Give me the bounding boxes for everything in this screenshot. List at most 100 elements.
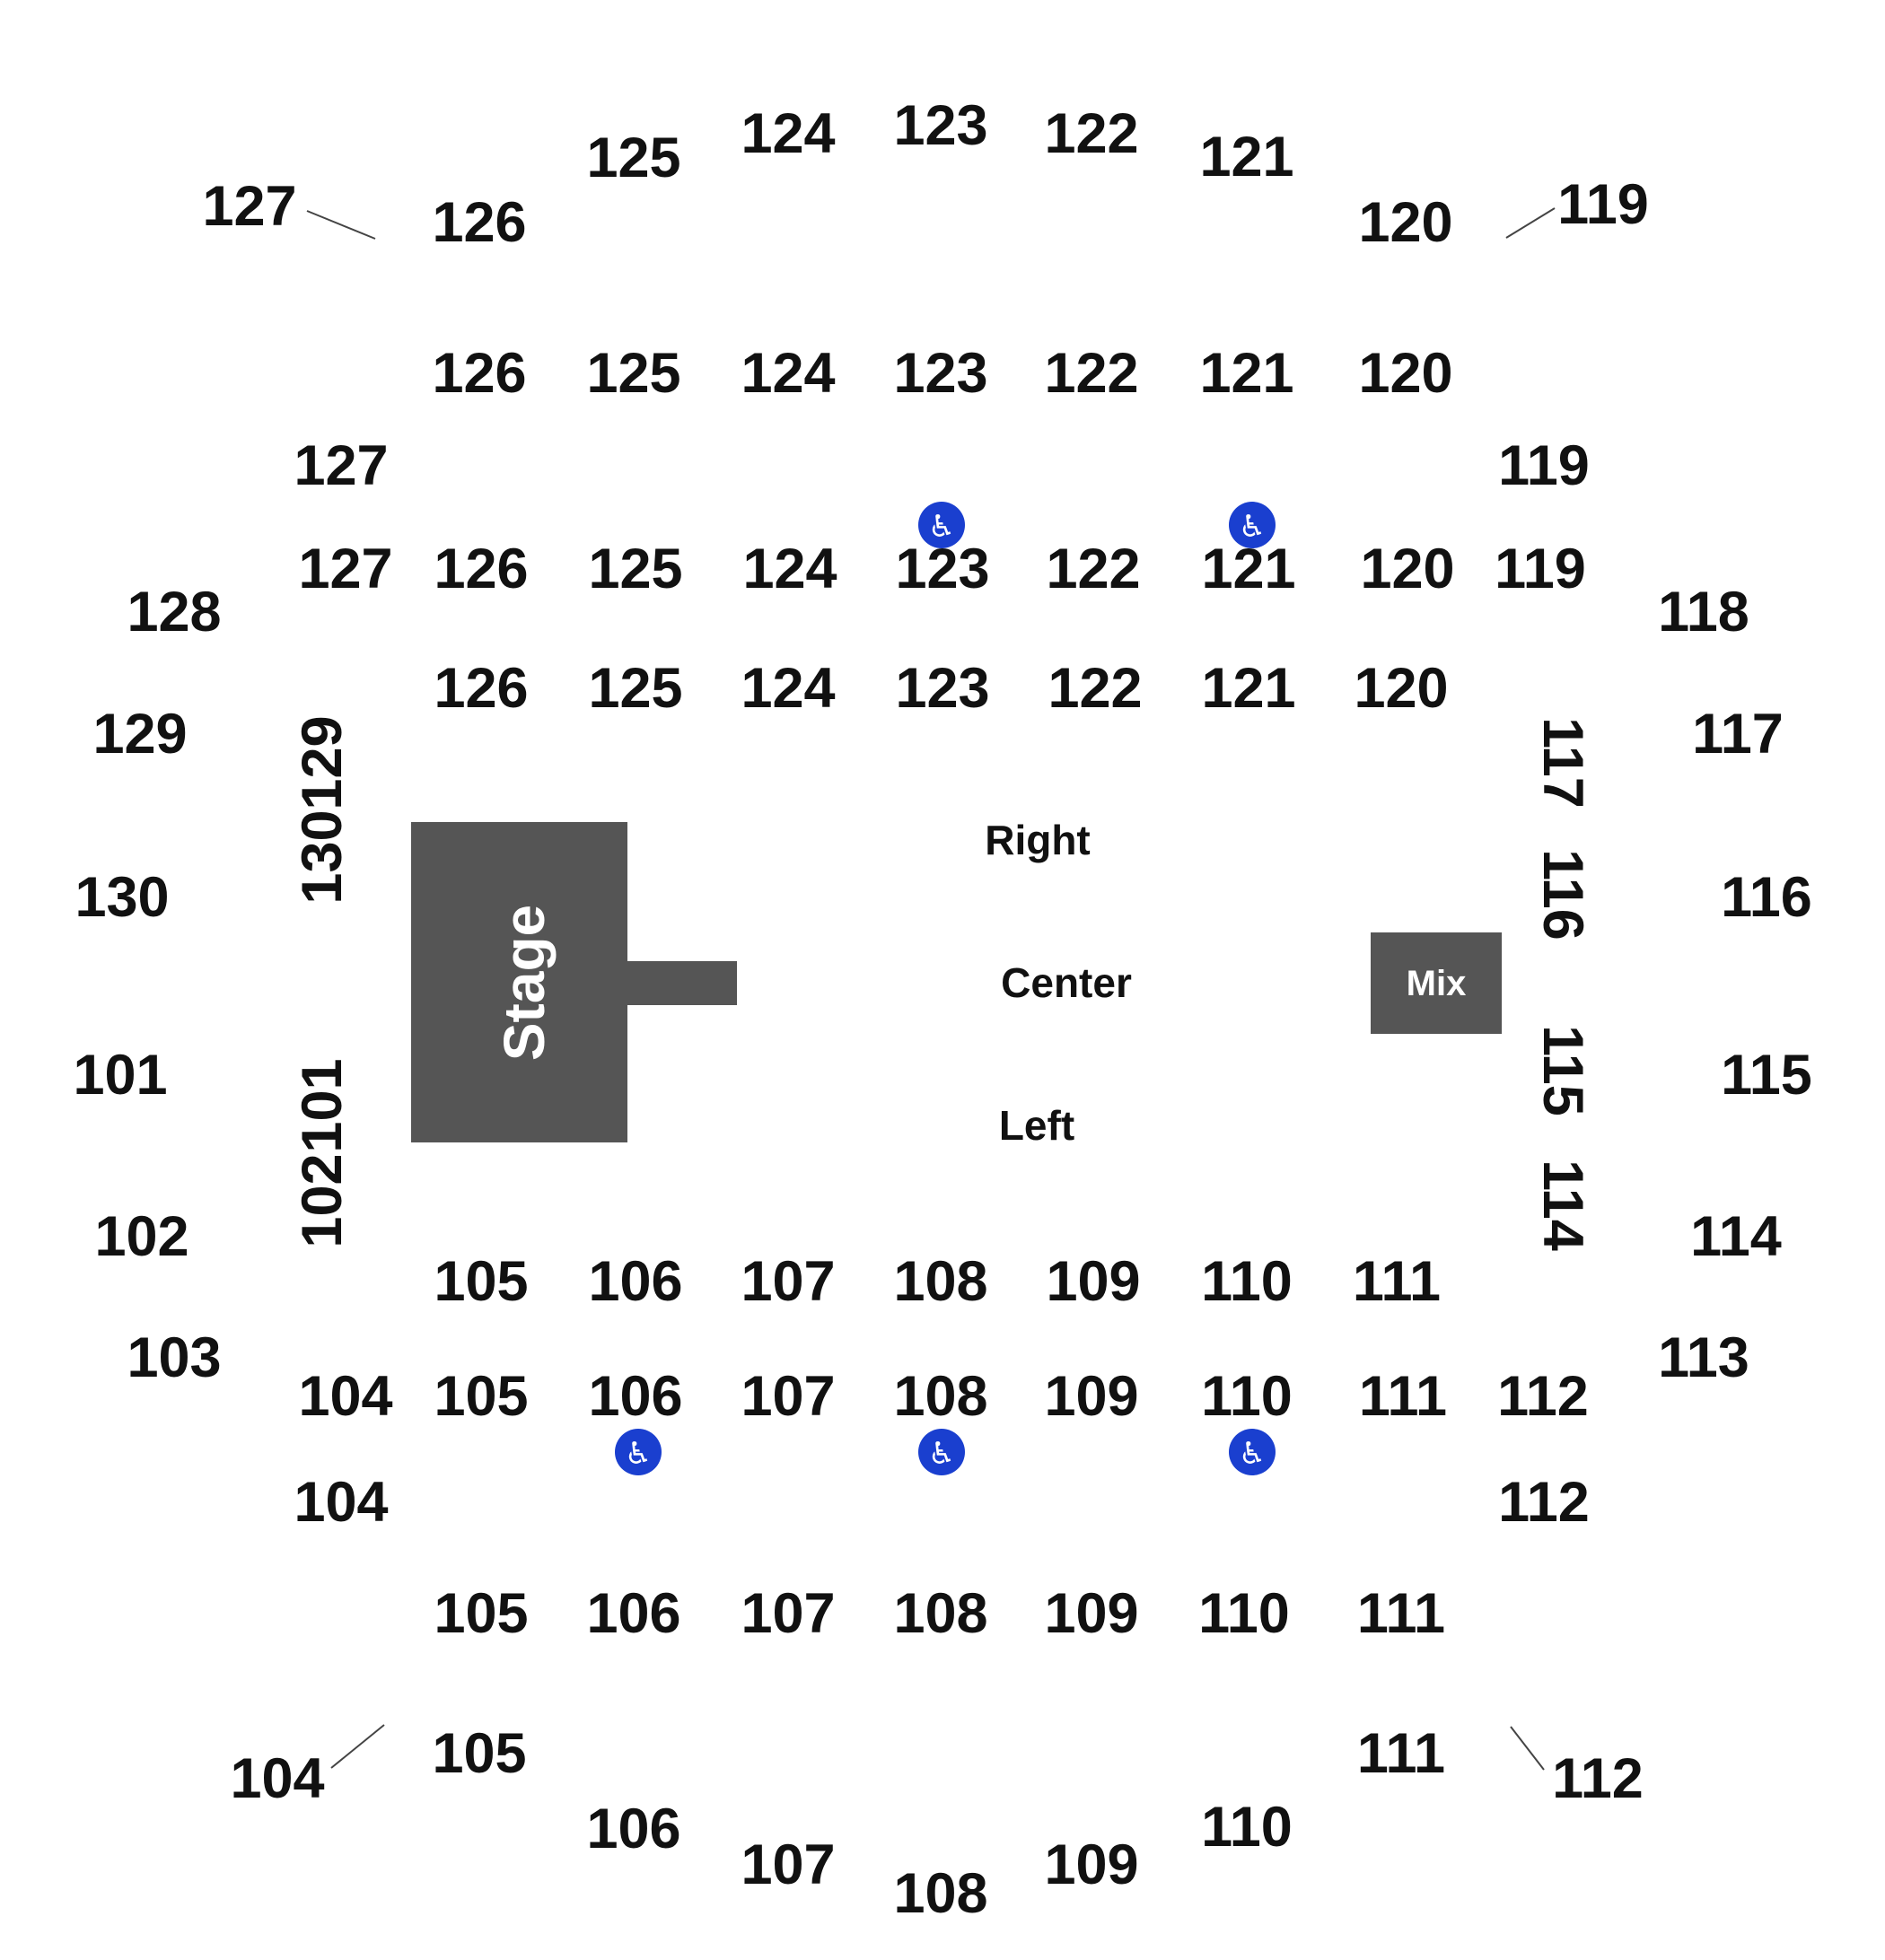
section-label[interactable]: 130 — [75, 866, 169, 929]
section-label[interactable]: 107 — [741, 1833, 835, 1896]
section-label[interactable]: 106 — [586, 1798, 680, 1860]
section-label[interactable]: 106 — [588, 1250, 682, 1313]
section-label[interactable]: 124 — [741, 657, 835, 720]
wheelchair-accessible-icon[interactable]: ♿ — [615, 1429, 662, 1475]
section-label[interactable]: 104 — [294, 1471, 388, 1534]
wheelchair-accessible-icon[interactable]: ♿ — [918, 502, 965, 548]
wheelchair-accessible-icon[interactable]: ♿ — [918, 1429, 965, 1475]
section-label[interactable]: 105 — [434, 1250, 528, 1313]
section-label[interactable]: 104 — [298, 1365, 392, 1428]
section-label[interactable]: 111 — [1353, 1250, 1441, 1313]
stage[interactable]: Stage — [411, 822, 737, 1142]
section-label[interactable]: 127 — [202, 175, 296, 238]
section-label[interactable]: 119 — [1498, 434, 1590, 497]
section-label[interactable]: 105 — [434, 1365, 528, 1428]
section-label[interactable]: 124 — [742, 538, 837, 600]
section-label[interactable]: 107 — [741, 1582, 835, 1645]
section-label[interactable]: 129 — [92, 703, 187, 766]
section-label[interactable]: 113 — [1658, 1326, 1749, 1389]
mix-position[interactable]: Mix — [1371, 932, 1502, 1034]
section-label[interactable]: 123 — [895, 657, 989, 720]
section-label[interactable]: 121 — [1201, 657, 1295, 720]
section-label[interactable]: 109 — [1046, 1250, 1140, 1313]
section-label[interactable]: 111 — [1359, 1365, 1447, 1428]
section-label[interactable]: 109 — [1044, 1582, 1138, 1645]
leader-line-104 — [330, 1724, 385, 1769]
section-label[interactable]: 103 — [127, 1326, 221, 1389]
section-label[interactable]: 110 — [1201, 1250, 1293, 1313]
section-label[interactable]: 117 — [1531, 717, 1594, 809]
section-label[interactable]: 106 — [586, 1582, 680, 1645]
section-label[interactable]: 119 — [1495, 538, 1586, 600]
leader-line-127 — [306, 210, 376, 240]
section-label[interactable]: 108 — [893, 1582, 987, 1645]
zone-left: Left — [999, 1102, 1074, 1149]
leader-line-112 — [1510, 1726, 1545, 1771]
section-label[interactable]: 112 — [1552, 1747, 1644, 1810]
wheelchair-accessible-icon[interactable]: ♿ — [1229, 502, 1276, 548]
section-label[interactable]: 111 — [1357, 1722, 1445, 1785]
section-label[interactable]: 120 — [1354, 657, 1448, 720]
section-label[interactable]: 130 — [291, 809, 354, 904]
section-label[interactable]: 104 — [230, 1747, 324, 1810]
section-label[interactable]: 108 — [893, 1862, 987, 1925]
section-label[interactable]: 111 — [1357, 1582, 1445, 1645]
section-label[interactable]: 125 — [588, 657, 682, 720]
section-label[interactable]: 122 — [1044, 102, 1138, 165]
section-label[interactable]: 122 — [1044, 342, 1138, 405]
section-label[interactable]: 105 — [434, 1582, 528, 1645]
section-label[interactable]: 126 — [434, 657, 528, 720]
section-label[interactable]: 126 — [432, 191, 526, 254]
section-label[interactable]: 117 — [1692, 703, 1784, 766]
section-label[interactable]: 102 — [291, 1153, 354, 1247]
wheelchair-accessible-icon[interactable]: ♿ — [1229, 1429, 1276, 1475]
section-label[interactable]: 105 — [432, 1722, 526, 1785]
section-label[interactable]: 128 — [127, 581, 221, 643]
section-label[interactable]: 123 — [893, 342, 987, 405]
section-label[interactable]: 127 — [298, 538, 392, 600]
section-label[interactable]: 115 — [1531, 1025, 1594, 1116]
section-label[interactable]: 129 — [291, 715, 354, 809]
section-label[interactable]: 123 — [893, 94, 987, 157]
section-label[interactable]: 110 — [1198, 1582, 1290, 1645]
section-label[interactable]: 118 — [1658, 581, 1749, 643]
section-label[interactable]: 107 — [741, 1365, 835, 1428]
section-label[interactable]: 101 — [291, 1058, 354, 1152]
section-label[interactable]: 108 — [893, 1250, 987, 1313]
section-label[interactable]: 114 — [1531, 1159, 1594, 1251]
section-label[interactable]: 101 — [73, 1044, 167, 1107]
section-label[interactable]: 124 — [741, 102, 835, 165]
section-label[interactable]: 127 — [294, 434, 388, 497]
section-label[interactable]: 125 — [588, 538, 682, 600]
section-label[interactable]: 114 — [1690, 1205, 1782, 1268]
section-label[interactable]: 119 — [1557, 173, 1649, 236]
section-label[interactable]: 116 — [1721, 866, 1812, 929]
section-label[interactable]: 109 — [1044, 1833, 1138, 1896]
section-label[interactable]: 122 — [1046, 538, 1140, 600]
section-label[interactable]: 108 — [893, 1365, 987, 1428]
section-label[interactable]: 124 — [741, 342, 835, 405]
section-label[interactable]: 126 — [432, 342, 526, 405]
section-label[interactable]: 126 — [434, 538, 528, 600]
section-label[interactable]: 120 — [1358, 342, 1452, 405]
section-label[interactable]: 110 — [1201, 1365, 1293, 1428]
section-label[interactable]: 125 — [586, 127, 680, 189]
section-label[interactable]: 109 — [1044, 1365, 1138, 1428]
section-label[interactable]: 110 — [1201, 1796, 1293, 1859]
section-label[interactable]: 120 — [1358, 191, 1452, 254]
section-label[interactable]: 125 — [586, 342, 680, 405]
section-label[interactable]: 106 — [588, 1365, 682, 1428]
svg-text:♿: ♿ — [928, 509, 955, 545]
section-label[interactable]: 112 — [1497, 1365, 1589, 1428]
svg-text:♿: ♿ — [625, 1436, 652, 1472]
section-label[interactable]: 102 — [94, 1205, 188, 1268]
section-label[interactable]: 122 — [1048, 657, 1142, 720]
section-label[interactable]: 121 — [1199, 342, 1293, 405]
section-label[interactable]: 112 — [1498, 1471, 1590, 1534]
section-label[interactable]: 107 — [741, 1250, 835, 1313]
section-label[interactable]: 116 — [1531, 849, 1594, 941]
section-label[interactable]: 120 — [1360, 538, 1454, 600]
section-label[interactable]: 115 — [1721, 1044, 1812, 1107]
section-label[interactable]: 121 — [1199, 126, 1293, 188]
